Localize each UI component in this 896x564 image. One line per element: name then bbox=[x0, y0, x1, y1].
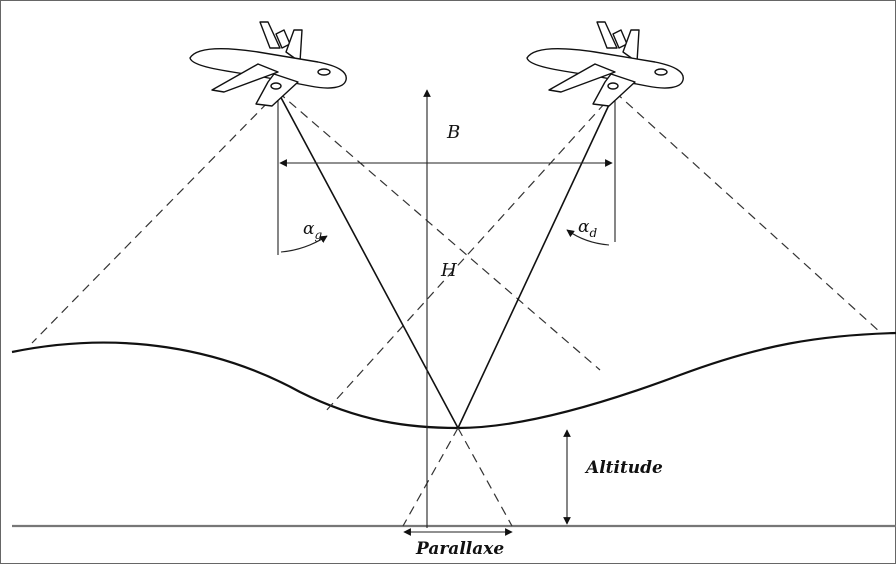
airplane-left-icon bbox=[189, 21, 347, 107]
left-sight-ray bbox=[277, 91, 459, 429]
label-alpha-left-sub: g bbox=[314, 228, 322, 242]
right-ray-extension-dashed bbox=[402, 427, 459, 527]
label-alpha-right-sub: d bbox=[589, 226, 597, 240]
label-alpha-right: αd bbox=[578, 217, 597, 240]
label-parallax: Parallaxe bbox=[415, 539, 504, 559]
label-alpha-left: αg bbox=[303, 219, 322, 242]
alpha-right-arc bbox=[566, 229, 610, 246]
right-sight-ray bbox=[457, 91, 616, 429]
label-height: H bbox=[440, 260, 457, 281]
left-fov-inner-dashed bbox=[277, 91, 601, 371]
alpha-left-arc bbox=[280, 235, 328, 253]
label-baseline: B bbox=[446, 122, 460, 143]
airplane-right-icon bbox=[526, 21, 684, 107]
label-altitude: Altitude bbox=[584, 458, 663, 478]
left-ray-extension-dashed bbox=[457, 427, 513, 527]
label-alpha-left-symbol: α bbox=[303, 219, 315, 239]
left-fov-outer-dashed bbox=[31, 91, 279, 344]
label-alpha-right-symbol: α bbox=[578, 217, 590, 237]
right-fov-inner-dashed bbox=[324, 91, 616, 413]
